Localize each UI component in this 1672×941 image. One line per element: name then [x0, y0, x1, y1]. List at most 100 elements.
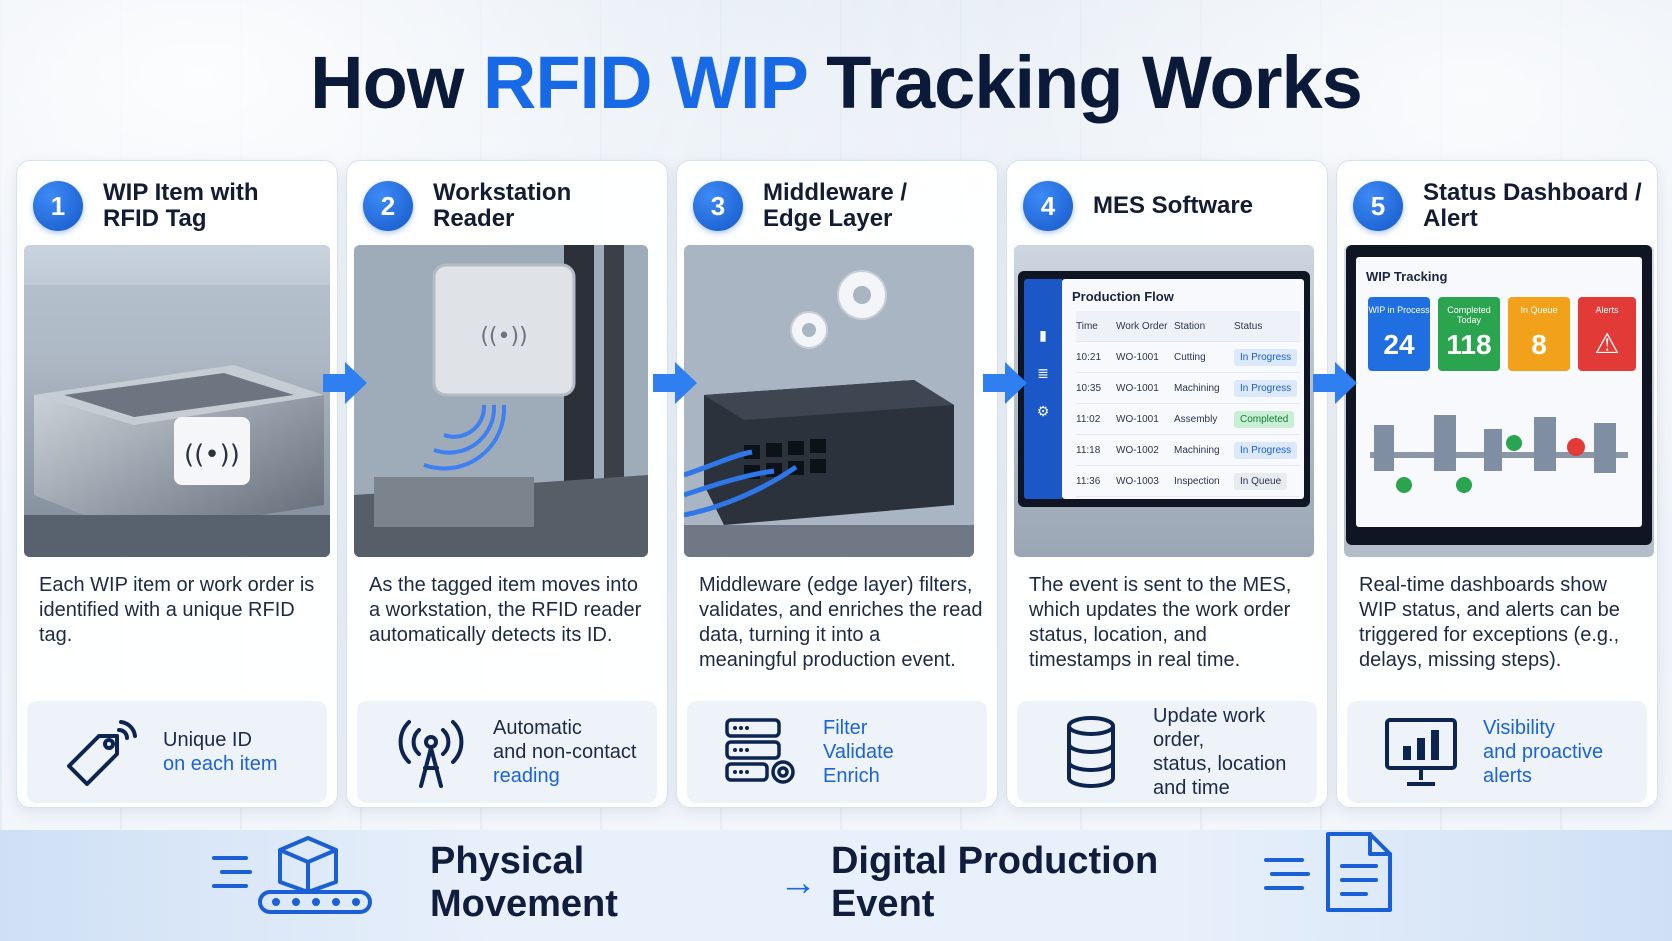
- kpi-tile-wip[interactable]: WIP in Process 24: [1368, 297, 1430, 371]
- chart-icon[interactable]: ▮: [1039, 327, 1047, 343]
- feature-line: Update work order,: [1153, 705, 1266, 751]
- column-header: Time: [1076, 320, 1098, 332]
- step-card-3: 3 Middleware / Edge Layer: [676, 160, 998, 808]
- arrow-right-icon: →: [778, 861, 817, 904]
- title-part2: Tracking Works: [826, 41, 1363, 124]
- tile-label: WIP in Process: [1368, 305, 1430, 315]
- kpi-tile-queue[interactable]: In Queue 8: [1508, 297, 1570, 371]
- table-cell: In Progress: [1234, 348, 1300, 366]
- monitor-chart-icon: [1385, 718, 1457, 786]
- tile-label: In Queue: [1520, 305, 1558, 315]
- mes-sidebar: ▮ ≣ ⚙: [1024, 279, 1062, 499]
- feature-line: on each item: [163, 753, 278, 775]
- feature-line: Enrich: [823, 765, 880, 787]
- tile-label: Alerts: [1595, 305, 1619, 315]
- step-title: MES Software: [1093, 192, 1254, 219]
- metal-fixture-illustration: ((•)): [24, 245, 330, 557]
- tile-value: 118: [1446, 329, 1492, 360]
- server-gear-icon: [725, 718, 795, 784]
- step-title: Workstation Reader: [433, 179, 572, 232]
- status-badge: In Queue: [1234, 472, 1288, 490]
- flow-arrow-icon: [653, 362, 697, 404]
- feature-line: Unique ID: [163, 729, 252, 751]
- bottom-banner: [0, 830, 1672, 941]
- dashboard-title: WIP Tracking: [1366, 269, 1448, 284]
- step-header: 1 WIP Item with RFID Tag: [33, 177, 325, 235]
- rfid-reader-illustration: ((•)): [354, 245, 648, 557]
- feature-text: Filter Validate Enrich: [823, 716, 894, 788]
- steps-row: 1 WIP Item with RFID Tag ((: [16, 160, 1658, 810]
- step-title: Middleware / Edge Layer: [763, 179, 908, 232]
- svg-text:((•)): ((•)): [184, 440, 240, 470]
- flow-arrow-icon: [323, 362, 367, 404]
- dashboard-monitor: WIP Tracking WIP in Process 24 Completed…: [1346, 245, 1652, 545]
- feature-line: Validate: [823, 741, 894, 763]
- page-title: How RFID WIP Tracking Works: [0, 40, 1672, 125]
- title-accent: RFID WIP: [482, 41, 808, 124]
- slogan-left: Physical Movement: [430, 840, 618, 925]
- step-card-1: 1 WIP Item with RFID Tag ((: [16, 160, 338, 808]
- table-cell: WO-1001: [1116, 351, 1159, 363]
- warning-icon: ⚠: [1594, 328, 1620, 359]
- table-cell: 10:35: [1076, 382, 1102, 394]
- tile-value: 24: [1383, 329, 1415, 360]
- feature-line: alerts: [1483, 765, 1532, 787]
- step-number-badge: 2: [363, 181, 413, 231]
- kpi-tile-alerts[interactable]: Alerts ⚠: [1578, 297, 1636, 371]
- tile-label: Completed Today: [1447, 305, 1491, 325]
- bottom-slogan: Physical Movement → Digital Production E…: [430, 840, 1250, 925]
- feature-text: Unique ID on each item: [163, 728, 278, 776]
- feature-line: Filter: [823, 717, 868, 739]
- column-header: Status: [1234, 320, 1263, 332]
- status-badge: In Progress: [1234, 441, 1298, 459]
- table-cell: Machining: [1174, 444, 1220, 456]
- status-badge: In Progress: [1234, 379, 1298, 397]
- production-line-diagram: [1370, 415, 1628, 493]
- step-description: Each WIP item or work order is identifie…: [39, 574, 315, 646]
- document-event-icon: [1264, 832, 1392, 912]
- kpi-tile-completed[interactable]: Completed Today 118: [1438, 297, 1500, 371]
- table-cell: In Queue: [1234, 472, 1300, 490]
- table-cell: Machining: [1174, 382, 1220, 394]
- conveyor-box-icon: [212, 836, 372, 914]
- gear-icon[interactable]: ⚙: [1036, 403, 1050, 419]
- feature-line: and time: [1153, 777, 1230, 799]
- step-header: 2 Workstation Reader: [363, 177, 655, 235]
- feature-line: status, location: [1153, 753, 1287, 775]
- table-cell: Assembly: [1174, 413, 1218, 425]
- step-title: Status Dashboard / Alert: [1423, 179, 1642, 232]
- table-cell: 11:18: [1076, 444, 1101, 456]
- table-row[interactable]: 11:18 WO-1002 Machining In Progress: [1076, 435, 1300, 466]
- step-feature: Visibility and proactive alerts: [1347, 701, 1647, 803]
- step-feature: Unique ID on each item: [27, 701, 327, 803]
- edge-gateway-illustration: [684, 245, 974, 557]
- table-cell: 11:02: [1076, 413, 1101, 425]
- table-cell: In Progress: [1234, 441, 1300, 459]
- table-cell: 11:36: [1076, 475, 1101, 487]
- step-feature: Automatic and non-contact reading: [357, 701, 657, 803]
- feature-line: and proactive: [1483, 741, 1604, 763]
- step-card-2: 2 Workstation Reader ((•)) As the tagged…: [346, 160, 668, 808]
- title-part1: How: [310, 41, 464, 124]
- svg-text:((•)): ((•)): [480, 324, 527, 349]
- step-description: As the tagged item moves into a workstat…: [369, 574, 642, 646]
- step-number-badge: 3: [693, 181, 743, 231]
- dashboard-screen: WIP Tracking WIP in Process 24 Completed…: [1356, 257, 1642, 527]
- table-cell: WO-1003: [1116, 475, 1159, 487]
- step-card-4: 4 MES Software ▮ ≣ ⚙ Production Flow Tim…: [1006, 160, 1328, 808]
- feature-text: Visibility and proactive alerts: [1483, 716, 1603, 788]
- reader-photo: ((•)): [354, 245, 648, 557]
- table-cell: WO-1002: [1116, 444, 1159, 456]
- list-icon[interactable]: ≣: [1037, 365, 1049, 381]
- step-description: Real-time dashboards show WIP status, an…: [1359, 574, 1620, 671]
- antenna-icon: [398, 720, 464, 788]
- step-feature: Update work order, status, location and …: [1017, 701, 1317, 803]
